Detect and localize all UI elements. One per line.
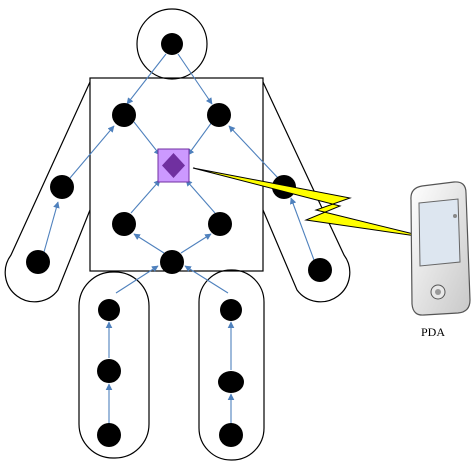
sensor-node-left-shoulder bbox=[112, 103, 136, 127]
sensor-node-right-shoulder bbox=[207, 103, 231, 127]
sensor-node-right-wrist bbox=[308, 258, 332, 282]
sensor-nodes bbox=[26, 33, 332, 447]
arrow-head-to-left-shoulder bbox=[127, 54, 166, 104]
sensor-node-head bbox=[161, 33, 183, 55]
sensor-node-left-elbow bbox=[50, 175, 74, 199]
sensor-node-right-thigh bbox=[220, 299, 242, 321]
arrow-left-hip-to-hub bbox=[131, 180, 160, 213]
sensor-node-left-wrist bbox=[26, 250, 50, 274]
arrow-right-hip-to-hub bbox=[186, 180, 215, 213]
arrow-left-shoulder-to-hub bbox=[134, 122, 160, 155]
data-flow-arrows bbox=[44, 54, 314, 424]
arrow-right-shoulder-to-hub bbox=[188, 122, 212, 155]
arrow-right-thigh-to-pelvis bbox=[185, 266, 228, 293]
arrow-left-thigh-to-pelvis bbox=[116, 266, 158, 293]
sensor-node-left-knee bbox=[97, 359, 121, 383]
arrow-pelvis-to-right-hip bbox=[181, 234, 211, 253]
sensor-node-left-hip bbox=[112, 212, 136, 236]
arrow-right-wrist-to-elbow bbox=[291, 198, 314, 260]
pda-label: PDA bbox=[408, 325, 458, 340]
pda-device-icon bbox=[411, 182, 470, 315]
arrow-left-elbow-to-shoulder bbox=[70, 126, 114, 178]
arrow-right-elbow-to-shoulder bbox=[229, 126, 278, 178]
sensor-node-pelvis bbox=[160, 250, 184, 274]
sensor-node-right-hip bbox=[208, 212, 232, 236]
arrow-left-wrist-to-elbow bbox=[44, 202, 58, 252]
sensor-node-left-ankle bbox=[97, 423, 121, 447]
sensor-node-left-thigh bbox=[98, 299, 120, 321]
body-outline bbox=[5, 9, 350, 460]
sensor-node-right-ankle bbox=[219, 423, 243, 447]
arrow-pelvis-to-left-hip bbox=[134, 234, 164, 253]
sensor-node-right-knee bbox=[218, 371, 244, 393]
arrow-head-to-right-shoulder bbox=[178, 54, 212, 104]
sensor-hub-icon bbox=[158, 149, 189, 182]
